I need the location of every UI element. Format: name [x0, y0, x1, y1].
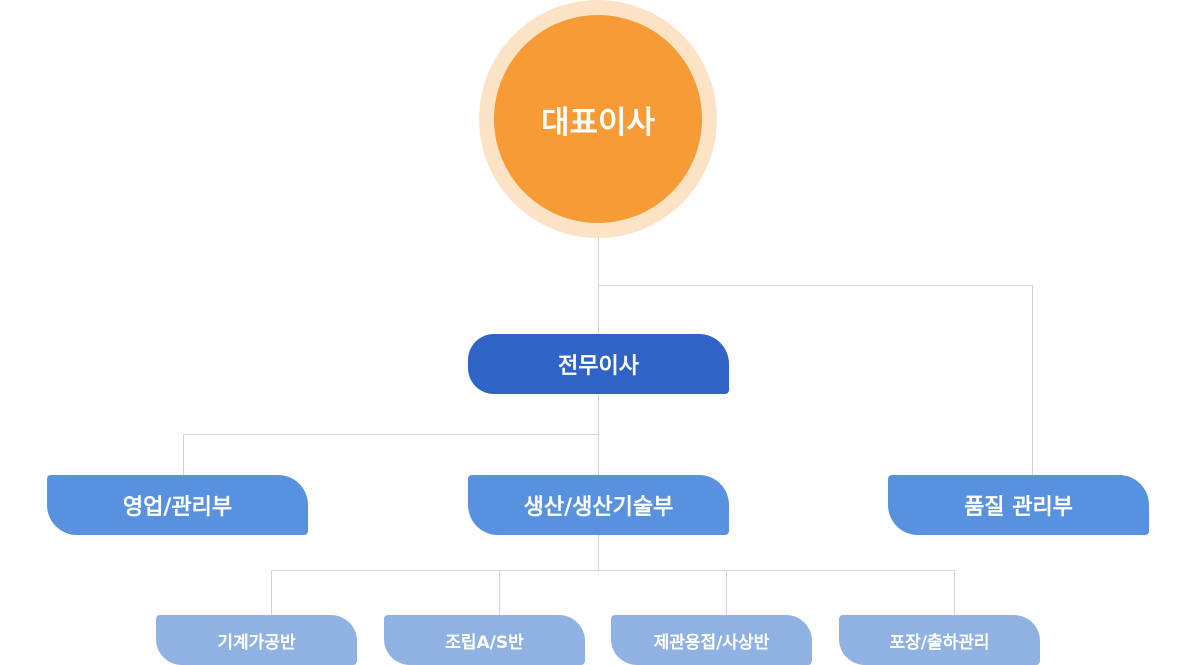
team-assembly-as: 조립A/S반	[384, 615, 585, 665]
team-packing-shipping: 포장/출하관리	[839, 615, 1040, 665]
dept-quality: 품질 관리부	[888, 475, 1149, 535]
team-machining: 기계가공반	[156, 615, 357, 665]
ceo-node: 대표이사	[494, 15, 702, 223]
executive-node: 전무이사	[468, 334, 729, 394]
dept-production: 생산/생산기술부	[468, 475, 729, 535]
connector-executive-sales	[183, 434, 599, 475]
team-welding-finishing: 제관용접/사상반	[611, 615, 812, 665]
dept-sales-admin: 영업/관리부	[47, 475, 308, 535]
connector-ceo-quality	[598, 285, 1033, 475]
